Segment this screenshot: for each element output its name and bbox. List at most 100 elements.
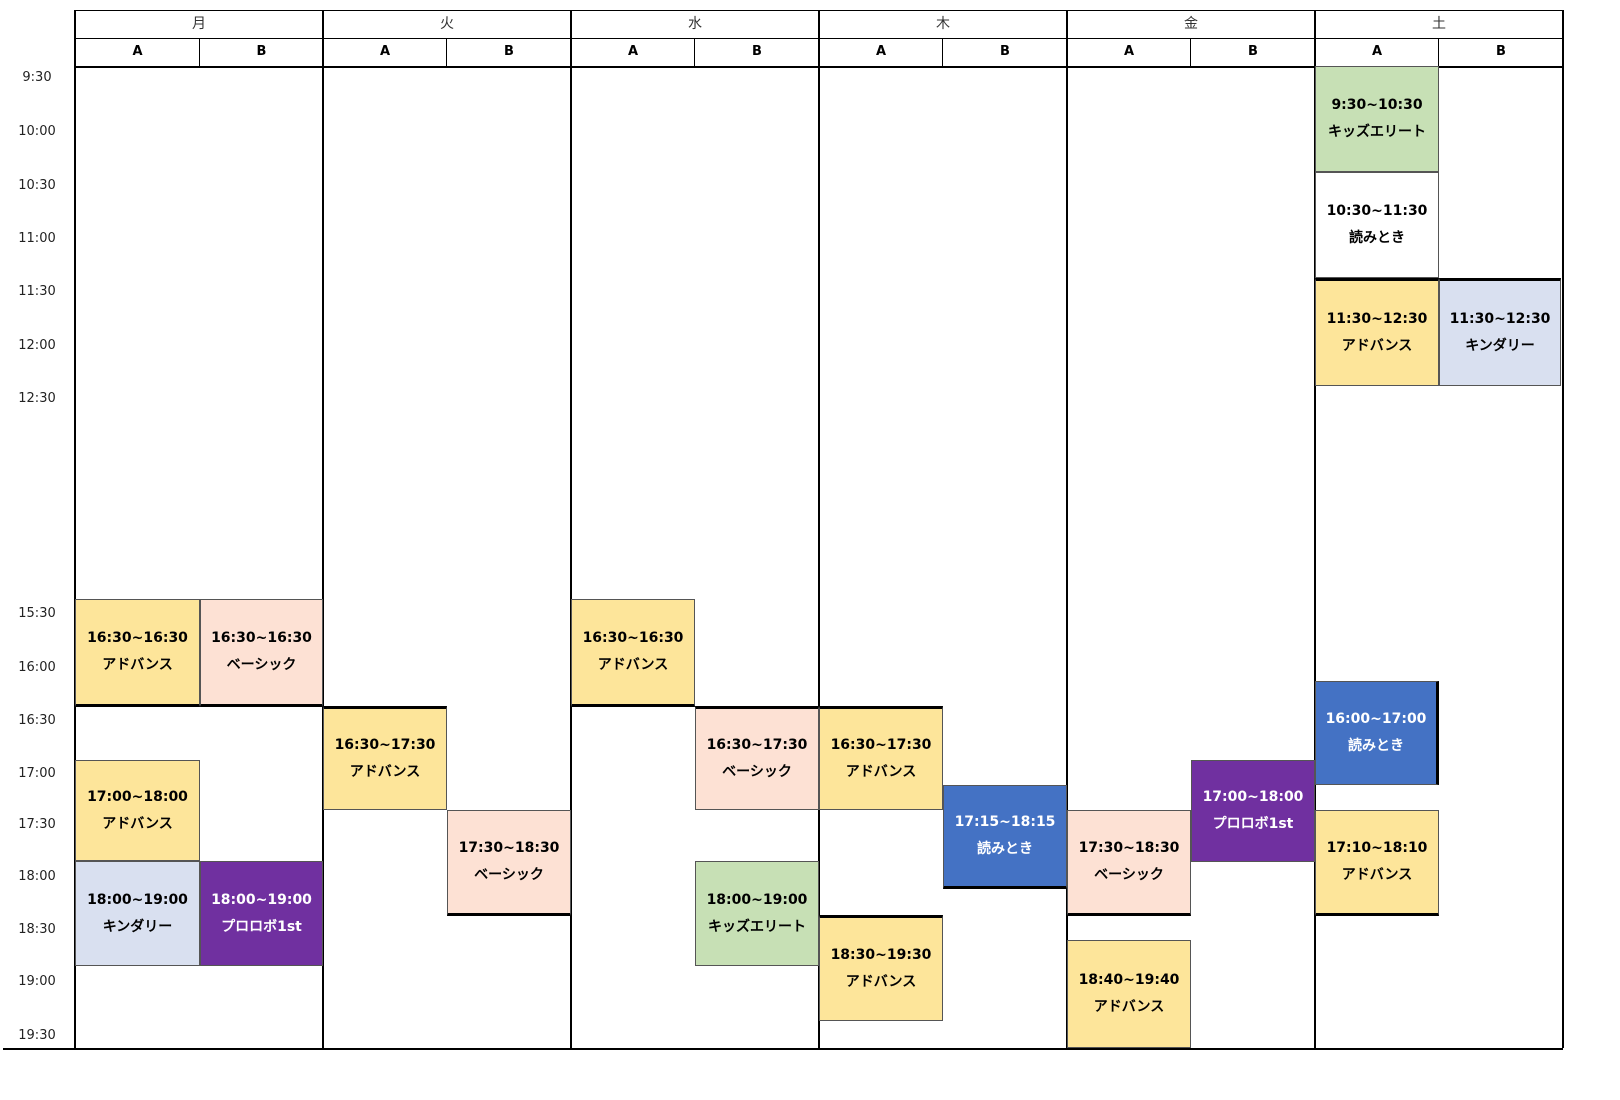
class-name: キンダリー	[102, 918, 173, 935]
column-header-b: B	[1000, 44, 1010, 59]
class-time: 16:30~16:30	[211, 630, 312, 646]
column-header-b: B	[256, 44, 267, 59]
class-name: アドバンス	[1093, 999, 1165, 1015]
subcolumn-divider	[1190, 38, 1191, 66]
class-name: 読みとき	[977, 841, 1033, 857]
day-divider	[1562, 10, 1564, 1048]
class-block[interactable]: 17:10~18:10 アドバンス	[1315, 810, 1439, 916]
day-header: 水	[688, 16, 702, 32]
day-header: 火	[440, 16, 454, 32]
class-time: 18:00~19:00	[87, 891, 188, 908]
class-name: ベーシック	[226, 657, 297, 673]
class-block[interactable]: 16:30~16:30 アドバンス	[571, 599, 695, 707]
day-divider	[1314, 10, 1316, 1048]
class-name: アドバンス	[1341, 338, 1413, 354]
bottom-line	[3, 1048, 1563, 1050]
class-block[interactable]: 17:15~18:15 読みとき	[943, 785, 1067, 889]
class-time: 16:00~17:00	[1325, 711, 1427, 727]
class-time: 10:30~11:30	[1326, 203, 1428, 219]
class-block[interactable]: 18:00~19:00 キンダリー	[75, 861, 200, 966]
time-label: 10:00	[18, 124, 56, 139]
class-name: プロロボ1st	[221, 918, 302, 935]
class-name: ベーシック	[474, 867, 544, 883]
day-divider	[570, 10, 572, 1048]
time-label: 16:30	[18, 713, 56, 728]
class-block[interactable]: 16:30~16:30 ベーシック	[200, 599, 323, 707]
class-time: 16:30~17:30	[830, 737, 932, 753]
column-header-a: A	[1371, 44, 1383, 59]
column-header-a: A	[875, 44, 887, 59]
class-block[interactable]: 16:30~17:30 アドバンス	[819, 706, 943, 810]
class-block[interactable]: 10:30~11:30 読みとき	[1315, 172, 1439, 278]
time-label: 19:30	[18, 1028, 56, 1043]
class-time: 11:30~12:30	[1449, 311, 1551, 327]
day-divider	[1066, 10, 1068, 1048]
time-label: 11:30	[18, 284, 56, 299]
class-block[interactable]: 9:30~10:30 キッズエリート	[1315, 66, 1439, 172]
time-label: 18:00	[18, 869, 56, 884]
class-time: 17:15~18:15	[954, 814, 1056, 830]
time-label: 10:30	[18, 178, 56, 193]
class-time: 11:30~12:30	[1326, 311, 1428, 327]
time-label: 16:00	[18, 660, 56, 675]
class-block[interactable]: 16:00~17:00 読みとき	[1315, 681, 1439, 785]
column-header-a: A	[627, 44, 639, 59]
day-header: 木	[936, 16, 950, 32]
class-time: 9:30~10:30	[1331, 97, 1423, 113]
subcolumn-divider	[1438, 38, 1439, 66]
class-time: 17:00~18:00	[1202, 789, 1304, 805]
class-block[interactable]: 17:30~18:30 ベーシック	[1067, 810, 1191, 916]
class-block[interactable]: 11:30~12:30 アドバンス	[1315, 278, 1439, 386]
class-time: 16:30~17:30	[706, 737, 808, 753]
class-time: 17:30~18:30	[1078, 840, 1180, 856]
day-header: 土	[1432, 16, 1446, 32]
class-name: アドバンス	[845, 974, 917, 990]
day-divider	[818, 10, 820, 1048]
time-label: 15:30	[18, 606, 56, 621]
class-name: アドバンス	[102, 657, 173, 673]
time-label: 9:30	[22, 70, 52, 85]
subcolumn-divider	[199, 38, 200, 66]
day-header: 月	[192, 16, 206, 32]
class-time: 18:00~19:00	[706, 891, 808, 908]
class-name: 読みとき	[1349, 230, 1405, 246]
class-time: 17:00~18:00	[87, 788, 188, 805]
class-time: 18:30~19:30	[830, 947, 932, 963]
column-header-b: B	[1248, 44, 1258, 59]
class-name: アドバンス	[845, 764, 917, 780]
time-label: 12:00	[18, 338, 56, 353]
column-header-a: A	[379, 44, 391, 59]
subcolumn-divider	[694, 38, 695, 66]
class-block[interactable]: 18:30~19:30 アドバンス	[819, 915, 943, 1021]
class-time: 17:10~18:10	[1326, 840, 1428, 856]
class-name: アドバンス	[349, 764, 421, 780]
time-label: 18:30	[18, 922, 56, 937]
time-label: 17:30	[18, 817, 56, 832]
class-time: 18:00~19:00	[211, 891, 312, 908]
class-time: 16:30~16:30	[582, 630, 684, 646]
day-divider	[322, 10, 324, 1048]
class-name: キッズエリート	[1328, 124, 1426, 140]
class-block[interactable]: 18:00~19:00 プロロボ1st	[200, 861, 323, 966]
column-header-b: B	[504, 44, 514, 59]
column-header-a: A	[132, 44, 143, 59]
class-name: アドバンス	[1341, 867, 1413, 883]
time-label: 19:00	[18, 974, 56, 989]
column-header-b: B	[752, 44, 762, 59]
class-name: アドバンス	[597, 657, 669, 673]
class-name: 読みとき	[1348, 738, 1404, 754]
time-label: 11:00	[18, 231, 56, 246]
class-name: ベーシック	[1094, 867, 1164, 883]
column-header-b: B	[1496, 44, 1506, 59]
day-divider	[74, 10, 76, 1048]
